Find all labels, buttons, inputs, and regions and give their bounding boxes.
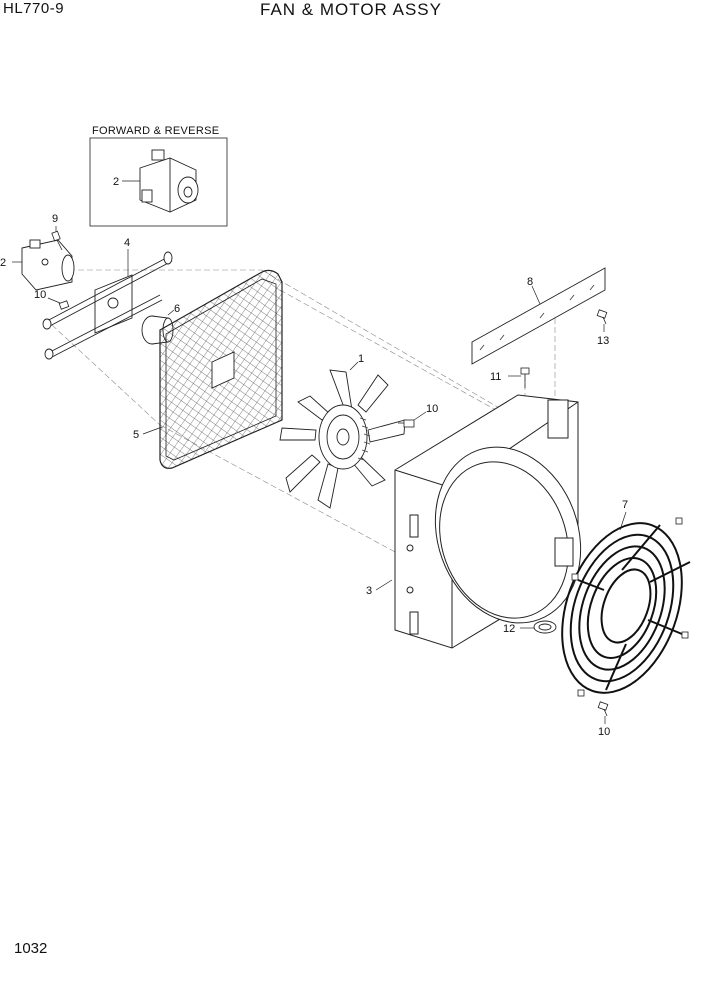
callout-7: 7 [622, 499, 628, 511]
callout-4: 4 [124, 237, 130, 249]
reversing-motor-illustration [139, 149, 199, 213]
mesh-screen-5 [159, 269, 283, 469]
callout-3: 3 [366, 585, 372, 597]
callout-6: 6 [174, 303, 180, 315]
fan-guard-7 [561, 522, 691, 694]
page-title: FAN & MOTOR ASSY [260, 0, 442, 19]
guard-mount-tabs [571, 517, 689, 697]
page-number: 1032 [14, 940, 48, 957]
callout-2-inset: 2 [113, 176, 119, 188]
model-number: HL770-9 [3, 0, 65, 17]
seal-strip-8 [471, 267, 606, 365]
callout-11: 11 [490, 371, 501, 383]
bolt-9 [51, 230, 63, 251]
callout-8: 8 [527, 276, 533, 288]
callout-10-bottom: 10 [598, 726, 610, 738]
grommet-12 [533, 620, 557, 634]
inset-label: FORWARD & REVERSE [92, 125, 219, 137]
callout-12: 12 [503, 623, 515, 635]
hydraulic-motor [21, 239, 75, 291]
bolt-10-middle [398, 419, 415, 428]
callout-10-left: 10 [34, 289, 46, 301]
bolt-10-left [58, 300, 70, 310]
bolt-13 [596, 309, 608, 325]
callout-9: 9 [52, 213, 58, 225]
callout-13: 13 [597, 335, 609, 347]
bracket-plate-4 [42, 251, 173, 360]
bolt-10-bottom [597, 701, 609, 717]
callout-10-middle: 10 [426, 403, 438, 415]
callout-2: 2 [0, 257, 6, 269]
fan-1 [279, 369, 406, 509]
callout-1: 1 [358, 353, 364, 365]
fan-shroud-3 [394, 394, 582, 649]
callout-5: 5 [133, 429, 139, 441]
inset-forward-reverse: FORWARD & REVERSE 2 [89, 125, 228, 227]
bolt-11 [520, 367, 530, 388]
